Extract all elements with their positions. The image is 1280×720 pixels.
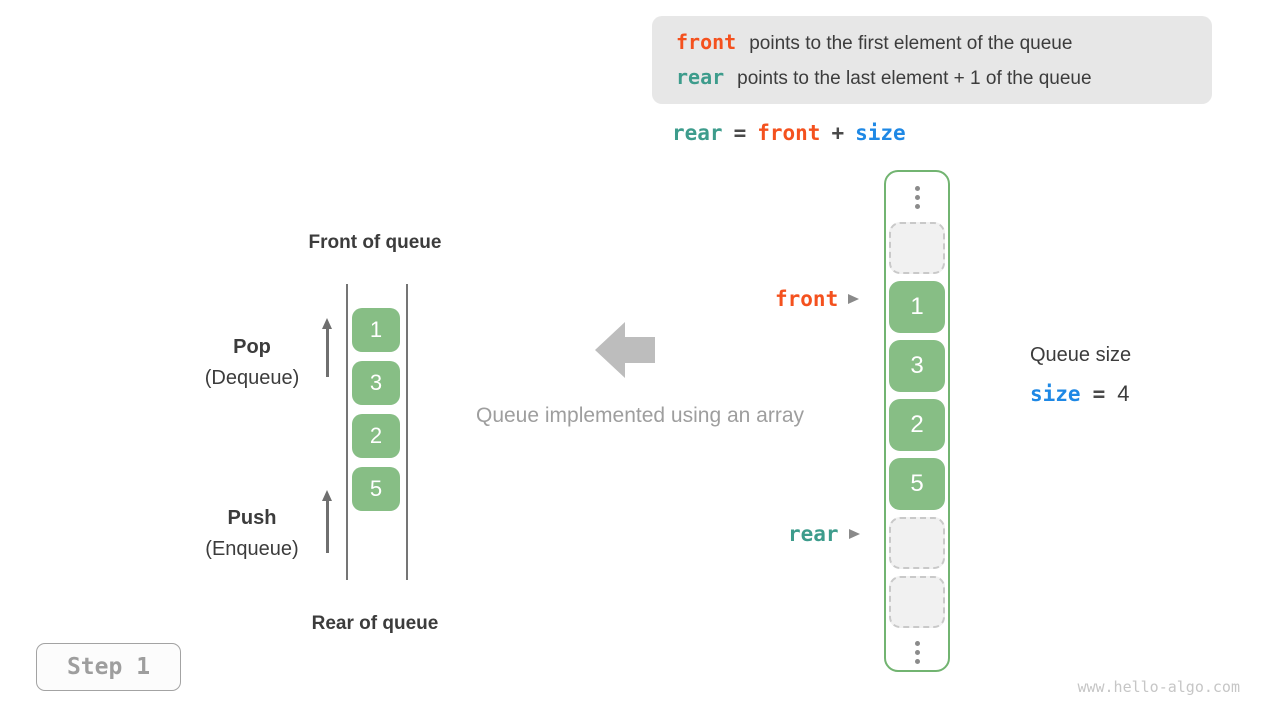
array-container: 1 3 2 5 — [884, 170, 950, 672]
left-block-arrow-head — [595, 322, 625, 378]
ellipsis-icon — [914, 635, 920, 670]
push-up-arrow-icon — [322, 490, 331, 553]
push-subtitle: (Enqueue) — [205, 538, 299, 560]
pop-operation-label: Pop (Dequeue) — [152, 336, 352, 390]
rear-pointer-label: rear — [788, 522, 860, 546]
queue-size-info: Queue size size = 4 — [1030, 344, 1131, 407]
left-block-arrow-tail — [625, 337, 655, 363]
formula-plus-sign: + — [831, 121, 845, 145]
rear-code-token: rear — [676, 65, 725, 89]
queue-size-expression: size = 4 — [1030, 381, 1131, 407]
size-code-token: size — [1030, 382, 1081, 406]
queue-channel-left-line — [346, 284, 348, 580]
front-pointer-label: front — [775, 287, 860, 311]
push-operation-label: Push (Enqueue) — [152, 507, 352, 561]
pop-title: Pop — [233, 336, 271, 358]
array-cell-value: 3 — [889, 340, 945, 392]
front-definition-text: points to the first element of the queue — [749, 33, 1073, 54]
queue-size-title: Queue size — [1030, 344, 1132, 366]
diagram-caption: Queue implemented using an array — [475, 404, 805, 427]
front-code-token: front — [676, 30, 737, 54]
rear-definition-text: points to the last element + 1 of the qu… — [737, 68, 1092, 89]
pointer-arrow-icon — [848, 294, 860, 304]
queue-cell: 2 — [352, 414, 400, 458]
array-cell-value: 1 — [889, 281, 945, 333]
step-badge-label: Step 1 — [66, 654, 151, 680]
array-cell-empty — [889, 517, 945, 569]
array-cell-empty — [889, 576, 945, 628]
rear-of-queue-title: Rear of queue — [311, 613, 439, 634]
queue-channel-right-line — [406, 284, 408, 580]
left-queue-stack: 1 3 2 5 — [352, 308, 400, 511]
queue-cell: 3 — [352, 361, 400, 405]
formula-equals-sign: = — [733, 121, 747, 145]
array-cell-value: 2 — [889, 399, 945, 451]
queue-cell: 5 — [352, 467, 400, 511]
formula-front-token: front — [757, 121, 821, 145]
pop-up-arrow-icon — [322, 318, 331, 377]
push-title: Push — [227, 507, 277, 529]
rear-definition-line: rear points to the last element + 1 of t… — [676, 60, 1188, 95]
rear-front-size-formula: rear = front + size — [672, 121, 906, 145]
ellipsis-icon — [914, 180, 920, 215]
front-of-queue-title: Front of queue — [308, 232, 442, 253]
array-cell-value: 5 — [889, 458, 945, 510]
size-equals-sign: = — [1092, 382, 1106, 406]
array-cell-empty — [889, 222, 945, 274]
left-block-arrow-icon — [595, 322, 655, 378]
formula-size-token: size — [855, 121, 906, 145]
front-definition-line: front points to the first element of the… — [676, 25, 1188, 60]
size-value: 4 — [1117, 381, 1130, 406]
pointer-arrow-icon — [848, 529, 860, 539]
rear-pointer-text: rear — [788, 522, 839, 546]
pop-subtitle: (Dequeue) — [204, 367, 300, 389]
pointer-definitions-box: front points to the first element of the… — [652, 16, 1212, 104]
watermark-text: www.hello-algo.com — [1077, 678, 1240, 696]
queue-cell: 1 — [352, 308, 400, 352]
front-pointer-text: front — [775, 287, 839, 311]
step-badge: Step 1 — [36, 643, 181, 691]
formula-rear-token: rear — [672, 121, 723, 145]
